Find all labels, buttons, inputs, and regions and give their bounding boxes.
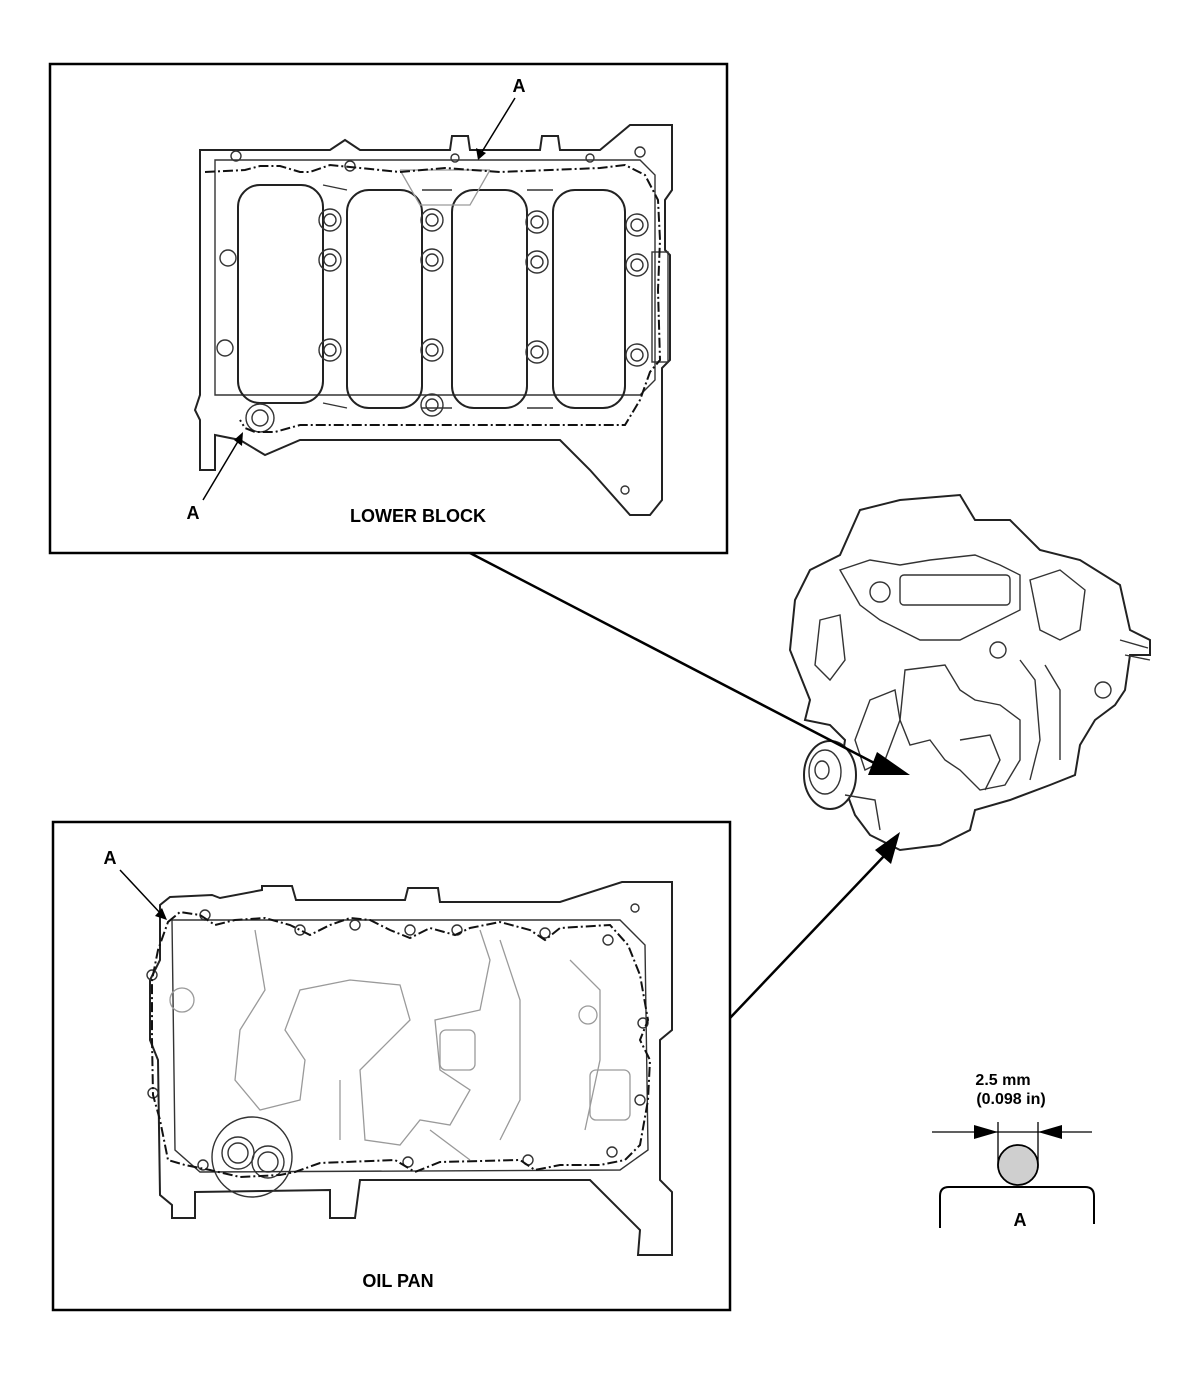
oil-pan-panel: A OIL PAN bbox=[51, 820, 732, 1312]
lower-block-title: LOWER BLOCK bbox=[350, 506, 486, 526]
bead-dimension-mm: 2.5 mm bbox=[975, 1072, 1030, 1089]
sealant-bead bbox=[997, 1144, 1039, 1186]
engine-assembly-illustration bbox=[788, 493, 1151, 852]
lower-block-drawing: A A bbox=[187, 76, 673, 523]
mating-surface bbox=[939, 1186, 1095, 1228]
bead-detail: 2.5 mm (0.098 in) A bbox=[932, 1072, 1095, 1230]
lower-block-callout-bottom: A bbox=[187, 503, 200, 523]
oil-pan-callout: A bbox=[104, 848, 117, 868]
dimension-arrow-left bbox=[974, 1125, 998, 1139]
bead-surface-label: A bbox=[1014, 1210, 1027, 1230]
lower-block-callout-top: A bbox=[513, 76, 526, 96]
oil-pan-title: OIL PAN bbox=[362, 1271, 433, 1291]
lower-block-frame bbox=[48, 62, 729, 555]
lower-block-panel: A A LOWER BLOCK bbox=[48, 62, 729, 555]
oil-pan-frame bbox=[51, 820, 732, 1312]
oil-pan-drawing: A bbox=[104, 848, 673, 1256]
bead-dimension-in: (0.098 in) bbox=[976, 1091, 1045, 1108]
dimension-arrow-right bbox=[1038, 1125, 1062, 1139]
oil-pan-leader-arrow bbox=[729, 832, 900, 1019]
lower-block-leader-arrow bbox=[469, 551, 910, 775]
